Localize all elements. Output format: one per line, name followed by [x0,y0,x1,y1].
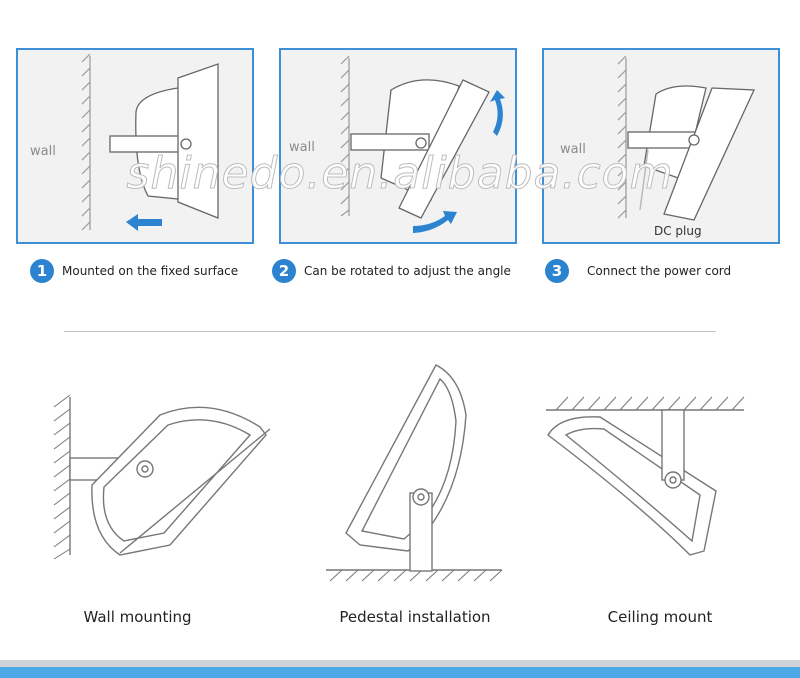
caption-wall-mounting: Wall mounting [83,608,192,626]
step-3-text: Connect the power cord [587,264,732,278]
footer-bar-gray [0,660,800,667]
pedestal-installation-illustration [326,364,503,582]
caption-pedestal-installation: Pedestal installation [339,608,491,626]
move-left-arrow-icon [126,214,162,231]
panel-power-cord-illustration [617,55,755,221]
step-1-number-badge: 1 [30,259,54,283]
panel-mounted: wall [16,48,254,244]
panel-mounted-wall-label: wall [30,144,56,159]
ceiling-mount-illustration [546,396,745,556]
panel-rotated: wall [279,48,517,244]
panel-rotated-wall-label: wall [289,140,315,155]
wall-mounting-illustration [53,394,271,560]
panel-power-cord-wall-label: wall [560,142,586,157]
step-2-text: Can be rotated to adjust the angle [304,264,511,278]
step-3: 3 Connect the power cord [545,258,731,284]
section-divider [64,331,716,332]
installation-illustrations [53,364,745,582]
rotate-up-arrow-icon [490,90,505,136]
step-1-text: Mounted on the fixed surface [62,264,239,278]
panel-rotated-illustration [340,55,505,233]
footer-bar-blue [0,667,800,678]
rotate-down-arrow-icon [413,211,457,233]
caption-ceiling-mount: Ceiling mount [607,608,713,626]
dc-plug-label: DC plug [654,224,702,238]
step-2-number-badge: 2 [272,259,296,283]
panel-power-cord: wall DC plug [542,48,780,244]
step-3-number-badge: 3 [545,259,569,283]
panel-mounted-illustration [81,53,219,231]
step-1: 1 Mounted on the fixed surface [30,258,238,284]
step-2: 2 Can be rotated to adjust the angle [272,258,511,284]
